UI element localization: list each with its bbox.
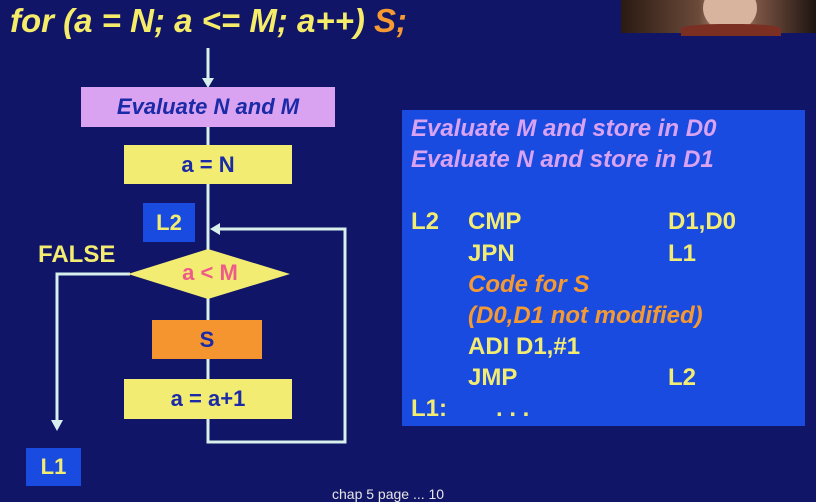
label-l1-box: L1: [26, 448, 81, 486]
increment-box: a = a+1: [124, 379, 292, 419]
title-statement: S;: [374, 2, 408, 39]
code-label-l2: L2: [411, 208, 440, 235]
code-label-l1: L1:: [411, 395, 447, 422]
code-op-jmp: JMP: [468, 364, 518, 391]
code-line-not-modified: (D0,D1 not modified): [468, 302, 703, 329]
code-line-code-s: Code for S: [468, 271, 590, 298]
false-exit-line: [55, 272, 130, 422]
init-box: a = N: [124, 145, 292, 184]
slide-footer: chap 5 page ... 10: [332, 486, 445, 502]
presenter-video: [621, 0, 816, 36]
false-label: FALSE: [38, 241, 116, 268]
code-args-jmp: L2: [668, 364, 697, 391]
label-l2-box: L2: [143, 203, 195, 242]
code-ellipsis: . . .: [496, 395, 530, 422]
condition-text: a < M: [182, 260, 238, 285]
presenter-shirt: [681, 24, 781, 36]
code-panel: Evaluate M and store in D0 Evaluate N an…: [402, 110, 805, 426]
arrow-start-head: [202, 78, 214, 88]
code-op-jpn: JPN: [468, 240, 515, 267]
slide-title: for (a = N; a <= M; a++) S;: [10, 2, 408, 39]
loop-back-line: [206, 227, 347, 444]
code-line-eval-n: Evaluate N and store in D1: [411, 146, 714, 173]
false-exit-head: [51, 420, 63, 431]
code-line-eval-m: Evaluate M and store in D0: [411, 115, 717, 142]
code-op-cmp: CMP: [468, 208, 522, 235]
loop-back-head: [210, 223, 220, 235]
body-box: S: [152, 320, 262, 359]
code-args-jpn: L1: [668, 240, 697, 267]
code-line-adi: ADI D1,#1: [468, 333, 581, 360]
evaluate-box: Evaluate N and M: [81, 87, 335, 127]
code-args-cmp: D1,D0: [668, 208, 737, 235]
condition-diamond: [128, 249, 290, 299]
